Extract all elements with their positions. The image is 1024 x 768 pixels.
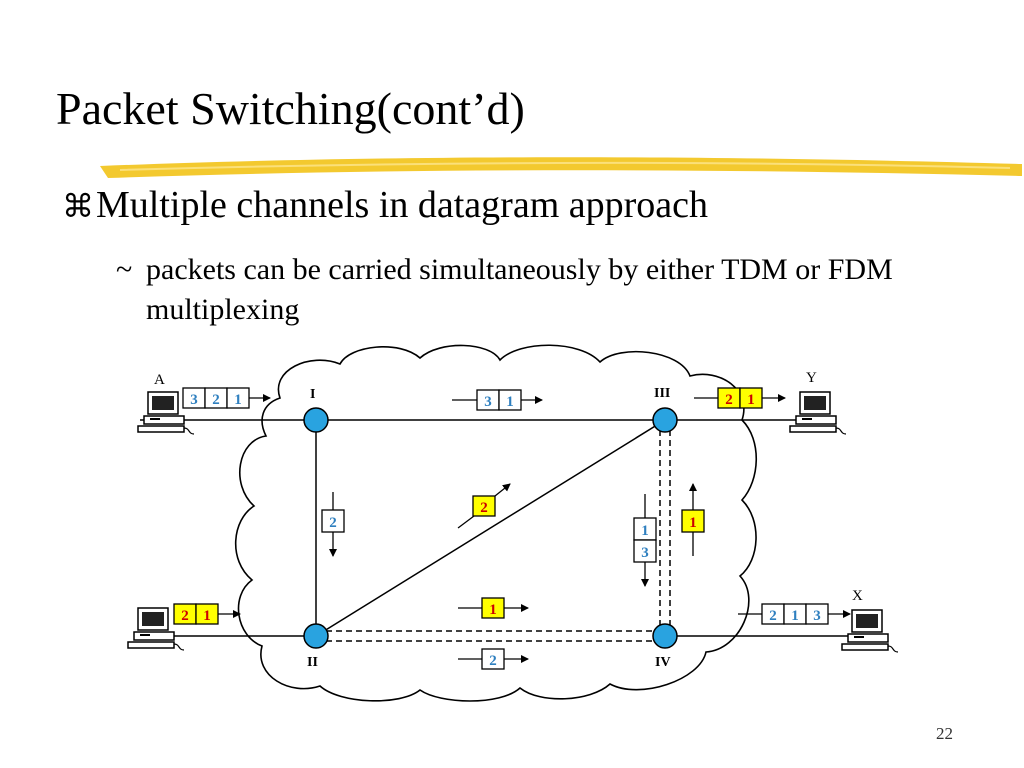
packet-group-iii-iv: 1 3: [633, 494, 657, 587]
packet-x-3: 3: [813, 608, 821, 624]
packet-x-2: 2: [769, 608, 777, 624]
node-ii: [303, 623, 329, 649]
packet-group-diagonal: 2: [457, 483, 511, 529]
packet-group-i-ii: 2: [321, 492, 345, 557]
sub-bullet-marker: ~: [116, 253, 133, 286]
packet-iii-iv-1: 1: [641, 523, 649, 539]
station-a-label: A: [154, 372, 165, 388]
packet-bl-2: 2: [181, 608, 189, 624]
station-y-computer-icon: [789, 391, 847, 435]
packet-iii-iv-3: 3: [641, 545, 649, 561]
packet-a-1: 1: [234, 392, 242, 408]
link-ii-iii: [315, 419, 666, 637]
node-iii: [652, 407, 678, 433]
packet-a-2: 2: [212, 392, 220, 408]
packet-group-iv-iii: 1: [681, 483, 705, 556]
node-iv-label: IV: [655, 655, 671, 670]
sub-bullet-text: packets can be carried simultaneously by…: [146, 253, 893, 326]
page-number: 22: [936, 724, 953, 743]
packet-ii-iv-bottom-2: 2: [489, 653, 497, 669]
packet-iv-iii-1: 1: [689, 515, 697, 531]
packet-i-iii-1: 1: [506, 394, 514, 410]
network-cloud: [234, 344, 758, 702]
packet-bl-1: 1: [203, 608, 211, 624]
bullet-command-icon: ⌘: [62, 187, 94, 225]
packet-diag-2: 2: [480, 500, 488, 516]
packet-i-iii-3: 3: [484, 394, 492, 410]
node-iii-label: III: [654, 386, 670, 401]
node-i: [303, 407, 329, 433]
packet-x-1: 1: [791, 608, 799, 624]
packet-i-ii-2: 2: [329, 515, 337, 531]
underline-stroke: [100, 157, 1022, 178]
packet-group-x-in: 2 1 3: [738, 603, 851, 625]
station-x-label: X: [852, 588, 863, 604]
packet-y-2: 2: [725, 392, 733, 408]
bullet-main: ⌘Multiple channels in datagram approach: [62, 186, 708, 224]
packet-group-ii-iv-top: 1: [458, 597, 529, 619]
station-x-computer-icon: [841, 609, 899, 653]
packet-group-y-in: 2 1: [694, 387, 786, 409]
packet-ii-iv-top-1: 1: [489, 602, 497, 618]
node-ii-label: II: [307, 655, 318, 670]
bullet-main-text: Multiple channels in datagram approach: [96, 184, 709, 226]
slide-title: Packet Switching(cont’d): [56, 83, 525, 134]
station-y-label: Y: [806, 370, 817, 386]
node-i-label: I: [310, 387, 315, 402]
packet-group-a-out: 3 2 1: [182, 387, 271, 409]
packet-group-ii-iv-bottom: 2: [458, 648, 529, 670]
underline-stroke-highlight: [119, 161, 1011, 171]
packet-a-3: 3: [190, 392, 198, 408]
packet-y-1: 1: [747, 392, 755, 408]
packet-group-bottom-left: 2 1: [173, 603, 241, 625]
node-iv: [652, 623, 678, 649]
packet-group-i-iii: 3 1: [452, 389, 543, 411]
